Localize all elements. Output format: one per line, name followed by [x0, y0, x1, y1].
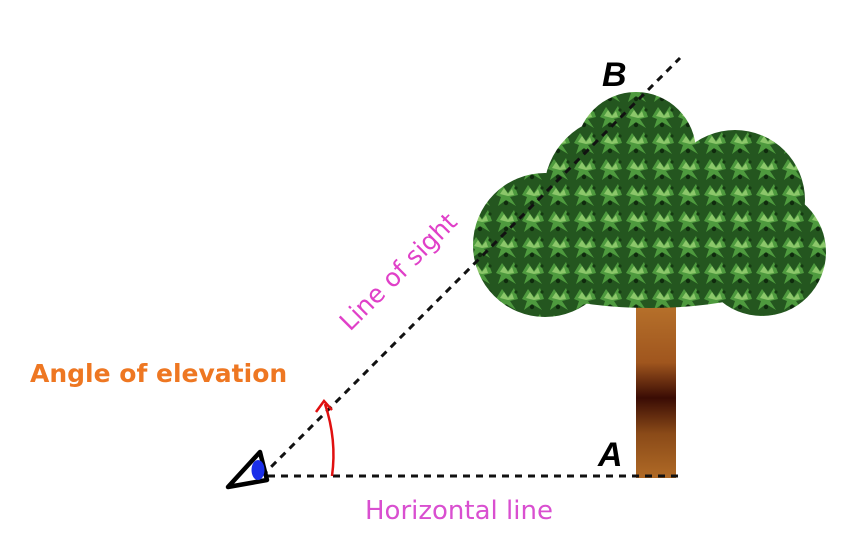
angle-of-elevation-label: Angle of elevation	[30, 359, 287, 388]
line-of-sight-label: Line of sight	[334, 207, 463, 336]
point-label-a: A	[597, 436, 623, 474]
angle-arc	[323, 403, 335, 477]
eye-pupil	[251, 460, 265, 480]
tree-foliage	[473, 92, 826, 317]
tree-icon	[473, 92, 826, 478]
angle-arc-arrowhead	[314, 399, 333, 413]
tree-trunk	[636, 300, 676, 478]
point-label-b: B	[602, 56, 627, 94]
horizontal-line-label: Horizontal line	[365, 496, 553, 526]
eye-icon	[225, 449, 270, 490]
